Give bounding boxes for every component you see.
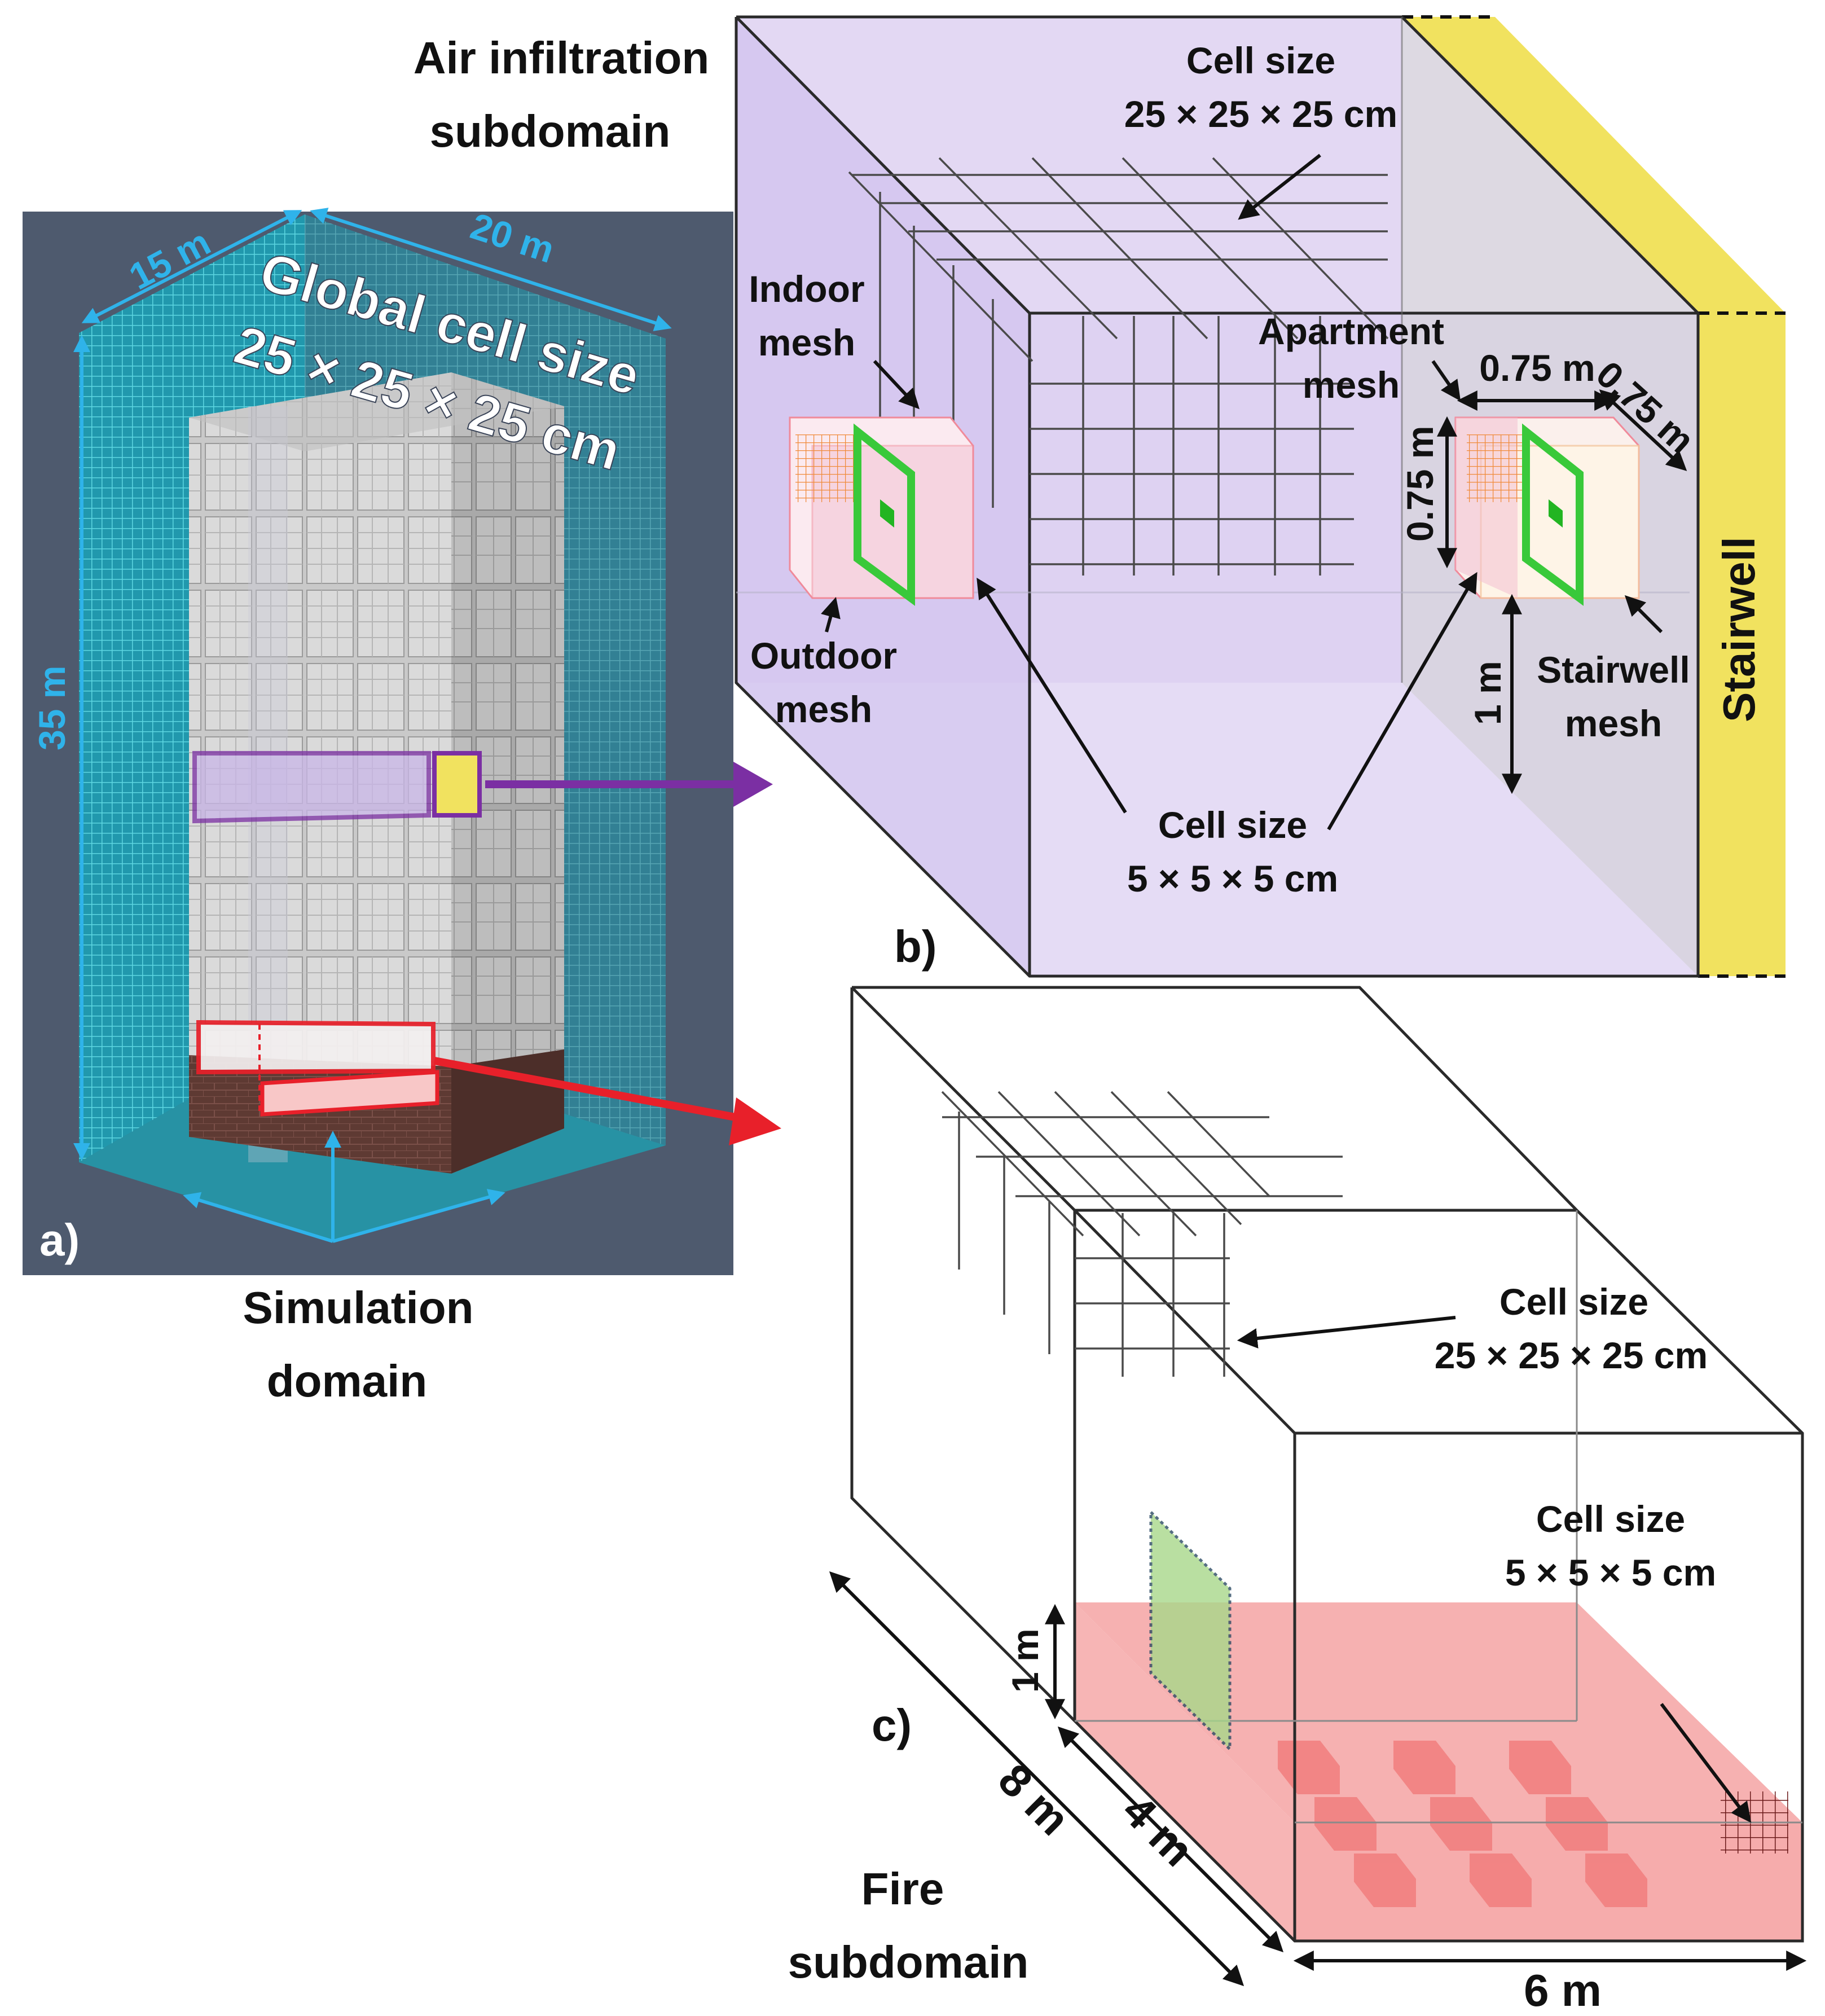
floor-axis-left: [183, 1192, 333, 1243]
fire-coarse-cell-label-line1: Cell size: [1499, 1281, 1648, 1323]
coarse-cell-label-line1: Cell size: [1186, 39, 1335, 81]
fire-fine-cell-label-line1: Cell size: [1536, 1498, 1685, 1540]
stairwell-highlight-yellow: [432, 751, 482, 818]
simulation-domain-caption-line2: domain: [267, 1356, 427, 1406]
fire-dim-width: 6 m: [1524, 1965, 1602, 2013]
dim-label-height-b: 1 m: [1467, 661, 1509, 725]
simulation-domain-caption-line1: Simulation: [243, 1282, 474, 1333]
panel-b-tag: b): [894, 921, 937, 972]
fine-cell-label-line1: Cell size: [1158, 804, 1307, 846]
apartment-vent-green: [1522, 423, 1584, 606]
panel-c: Cell size 25 × 25 × 25 cm Cell size 5 × …: [788, 986, 1807, 2015]
indoor-outdoor-cube: [789, 416, 974, 606]
fine-cell-label-line2: 5 × 5 × 5 cm: [1127, 858, 1338, 899]
fire-subdomain-title-line1: Fire: [861, 1864, 944, 1914]
indoor-mesh-label-line2: mesh: [758, 322, 855, 363]
coarse-cell-label-line2: 25 × 25 × 25 cm: [1124, 93, 1397, 135]
floor-axis-right: [332, 1189, 505, 1243]
stairwell-top: [1402, 17, 1786, 313]
fire-fine-cell-label-line2: 5 × 5 × 5 cm: [1505, 1552, 1716, 1593]
air-infiltration-title-line1: Air infiltration: [414, 33, 709, 83]
stairwell-mesh-label-line1: Stairwell: [1537, 649, 1690, 691]
fire-subdomain-title-line2: subdomain: [788, 1937, 1029, 1987]
indoor-mesh-label-line1: Indoor: [749, 268, 864, 310]
building-roof: [189, 372, 564, 451]
dim-label-c: 0.75 m: [1399, 426, 1441, 542]
outdoor-mesh-label-line1: Outdoor: [750, 635, 897, 677]
panel-c-tag: c): [872, 1700, 912, 1750]
coarse-grid-c: [941, 1091, 1343, 1377]
stairwell-mesh-label-line2: mesh: [1565, 702, 1662, 744]
fire-slab-front: [1295, 1822, 1802, 1941]
building: [189, 372, 564, 1174]
outdoor-mesh-label-line2: mesh: [775, 688, 872, 730]
panel-b: Air infiltration subdomain Cell size 25 …: [414, 15, 1786, 978]
apartment-mesh-label-line1: Apartment: [1258, 310, 1444, 352]
panel-a-tag: a): [39, 1215, 80, 1265]
fire-coarse-cell-label-line2: 25 × 25 × 25 cm: [1435, 1334, 1708, 1376]
dim-arrow-depth: [310, 208, 672, 331]
fire-dim-depth-outer: 8 m: [989, 1754, 1079, 1844]
burners: [1278, 1741, 1647, 1907]
stairwell-label: Stairwell: [1714, 537, 1764, 722]
fire-dim-height: 1 m: [1004, 1628, 1046, 1693]
coarse-grid-b: [848, 157, 1389, 576]
red-connector-arrow: [433, 1057, 751, 1124]
dim-label-height: 35 m: [31, 666, 73, 750]
air-infiltration-title-line2: subdomain: [430, 106, 671, 156]
panel-a: 15 m 20 m 35 m Global cell size 25 × 25 …: [23, 205, 781, 1406]
purple-floor-highlight: [192, 751, 431, 824]
apartment-stairwell-cube: [1454, 416, 1640, 606]
red-floor-front: [260, 1070, 439, 1117]
indoor-vent-green: [854, 423, 915, 606]
red-floor-highlight: [196, 1020, 436, 1075]
apartment-mesh-label-line2: mesh: [1303, 364, 1400, 406]
building-side-face: [451, 372, 564, 1174]
dim-arrow-width: [81, 210, 302, 323]
stairwell-front: [1698, 313, 1786, 976]
dim-label-a: 0.75 m: [1479, 347, 1595, 389]
